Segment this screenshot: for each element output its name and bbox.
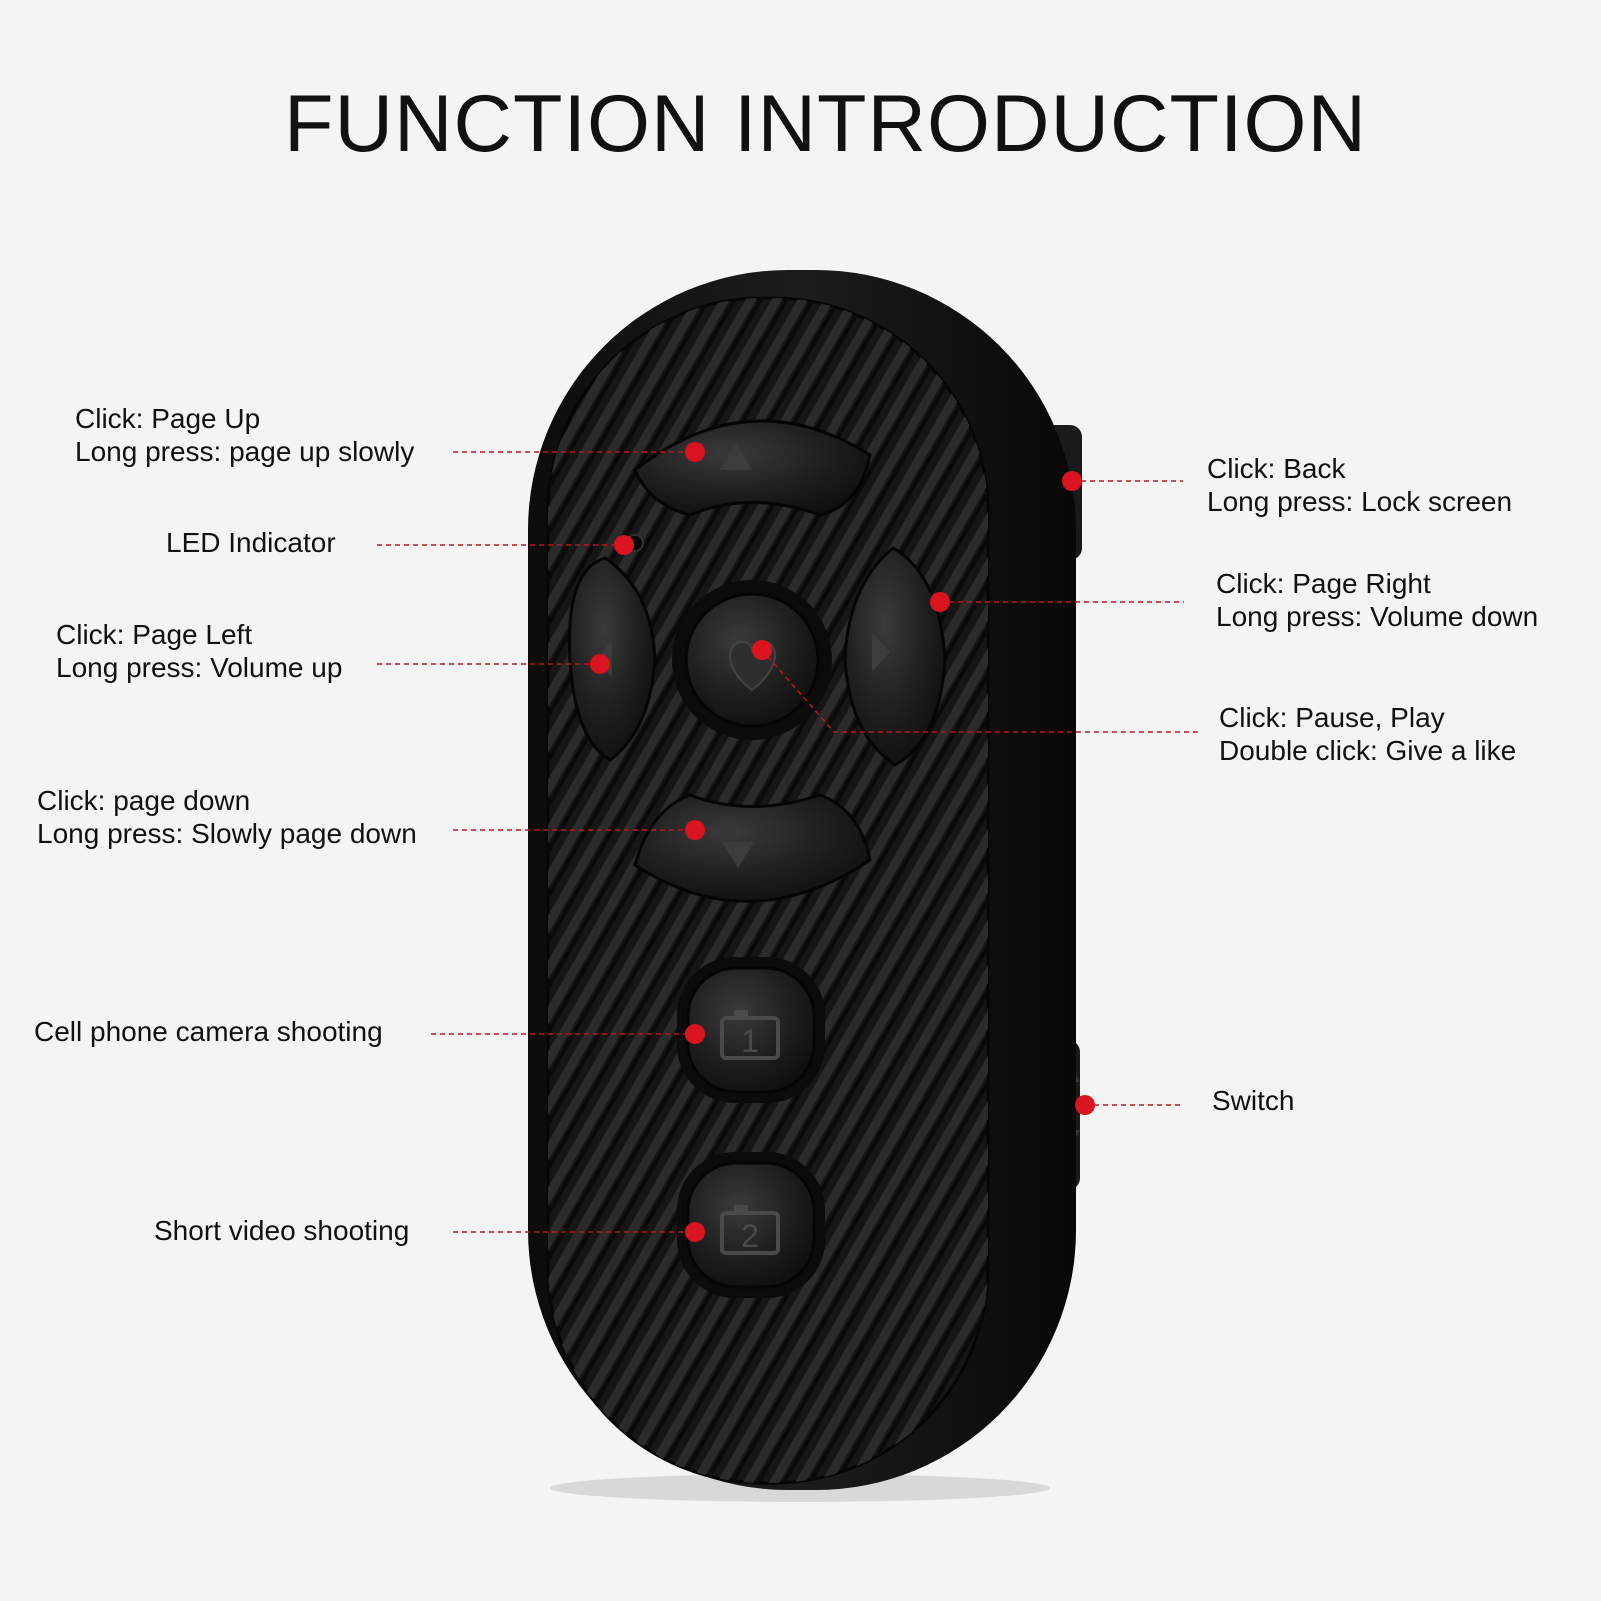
- callout-page-up-line1: Click: Page Up: [75, 403, 261, 434]
- ridge-line: [681, 298, 988, 1483]
- ridge-line: [577, 298, 988, 1483]
- camera-button-number: 1: [741, 1023, 759, 1059]
- play-marker: [752, 640, 772, 660]
- ridge-shadow: [694, 298, 988, 1483]
- ridge-shadow: [548, 298, 988, 1483]
- ridge-shadow: [772, 298, 988, 1483]
- callout-page-down: Click: page down Long press: Slowly page…: [37, 784, 417, 850]
- up-arrow-icon: [720, 444, 752, 470]
- ridge-line: [1518, 280, 1601, 1500]
- ridge-line: [863, 298, 988, 1483]
- switch-marker: [1075, 1095, 1095, 1115]
- callout-page-up-line2: Long press: page up slowly: [75, 436, 415, 467]
- ridge-line: [548, 298, 988, 1483]
- ridge-line: [1596, 280, 1601, 1500]
- callout-page-left-line1: Click: Page Left: [56, 619, 253, 650]
- ridge-shadow: [548, 298, 988, 1483]
- page-title: FUNCTION INTRODUCTION: [284, 79, 1367, 169]
- page-right-marker: [930, 592, 950, 612]
- page-up-marker: [685, 442, 705, 462]
- video-camera-icon: [720, 1205, 780, 1255]
- callout-page-right-line1: Click: Page Right: [1216, 568, 1431, 599]
- callout-led: LED Indicator: [166, 526, 336, 559]
- ridge-shadow: [590, 298, 988, 1483]
- callout-page-down-line2: Long press: Slowly page down: [37, 818, 417, 849]
- camera-icon: [720, 1010, 780, 1060]
- ridge-line: [548, 298, 988, 1483]
- camera-marker: [685, 1024, 705, 1044]
- page-left-button: [567, 556, 657, 762]
- callout-back-line1: Click: Back: [1207, 453, 1346, 484]
- callout-video: Short video shooting: [154, 1214, 409, 1247]
- ridge-line: [733, 298, 988, 1483]
- ridge-shadow: [548, 298, 982, 1483]
- ridge-shadow: [1580, 280, 1601, 1500]
- callout-led-line1: LED Indicator: [166, 527, 336, 558]
- ridge-shadow: [548, 298, 696, 1483]
- ridge-line: [785, 298, 988, 1483]
- play-leader: [761, 649, 1201, 733]
- right-arrow-icon: [872, 632, 890, 672]
- callout-camera: Cell phone camera shooting: [34, 1015, 383, 1048]
- ridge-shadow: [564, 298, 988, 1483]
- ridge-shadow: [668, 298, 988, 1483]
- ridge-line: [811, 298, 988, 1483]
- back-marker: [1062, 471, 1082, 491]
- ridge-line: [0, 280, 86, 1500]
- callout-video-line1: Short video shooting: [154, 1215, 410, 1246]
- callout-switch: Switch: [1212, 1084, 1294, 1117]
- callout-page-up: Click: Page Up Long press: page up slowl…: [75, 402, 414, 468]
- ridge-shadow: [1528, 280, 1601, 1500]
- ridge-line: [837, 298, 988, 1483]
- ridge-shadow: [720, 298, 988, 1483]
- callout-camera-line1: Cell phone camera shooting: [34, 1016, 383, 1047]
- down-arrow-icon: [722, 842, 754, 868]
- ridge-shadow: [746, 298, 988, 1483]
- ridge-shadow: [548, 298, 722, 1483]
- ridge-shadow: [548, 298, 670, 1483]
- callout-back: Click: Back Long press: Lock screen: [1207, 452, 1512, 518]
- ridge-line: [548, 298, 988, 1483]
- ridge-shadow: [548, 298, 748, 1483]
- callout-play-line1: Click: Pause, Play: [1219, 702, 1445, 733]
- ridge-shadow: [1554, 280, 1601, 1500]
- ridge-line: [548, 298, 689, 1483]
- ridge-line: [548, 298, 988, 1483]
- ridge-line: [759, 298, 988, 1483]
- ridge-line: [1570, 280, 1601, 1500]
- ridge-shadow: [824, 298, 988, 1483]
- ridge-shadow: [548, 298, 988, 1483]
- callout-play: Click: Pause, Play Double click: Give a …: [1219, 701, 1516, 767]
- ridge-line: [0, 280, 60, 1500]
- ridge-shadow: [1502, 280, 1601, 1500]
- callout-play-line2: Double click: Give a like: [1219, 735, 1517, 766]
- ridge-line: [548, 298, 715, 1483]
- callout-page-right: Click: Page Right Long press: Volume dow…: [1216, 567, 1538, 633]
- page-down-marker: [685, 820, 705, 840]
- callout-page-down-line1: Click: page down: [37, 785, 251, 816]
- ridge-shadow: [798, 298, 988, 1483]
- ridge-line: [548, 298, 741, 1483]
- video-button-number: 2: [741, 1218, 759, 1254]
- led-marker: [614, 535, 634, 555]
- callout-switch-line1: Switch: [1212, 1085, 1295, 1116]
- callout-page-left: Click: Page Left Long press: Volume up: [56, 618, 342, 684]
- ridge-line: [551, 298, 988, 1483]
- video-marker: [685, 1222, 705, 1242]
- callout-page-right-line2: Long press: Volume down: [1216, 601, 1539, 632]
- page-left-marker: [590, 654, 610, 674]
- ridge-shadow: [0, 280, 70, 1500]
- ridge-line: [707, 298, 988, 1483]
- ridge-line: [548, 298, 988, 1483]
- ridge-shadow: [850, 298, 988, 1483]
- ridge-shadow: [548, 298, 988, 1483]
- callout-page-left-line2: Long press: Volume up: [56, 652, 343, 683]
- ridge-line: [1544, 280, 1601, 1500]
- callout-back-line2: Long press: Lock screen: [1207, 486, 1513, 517]
- page-right-button: [843, 546, 947, 767]
